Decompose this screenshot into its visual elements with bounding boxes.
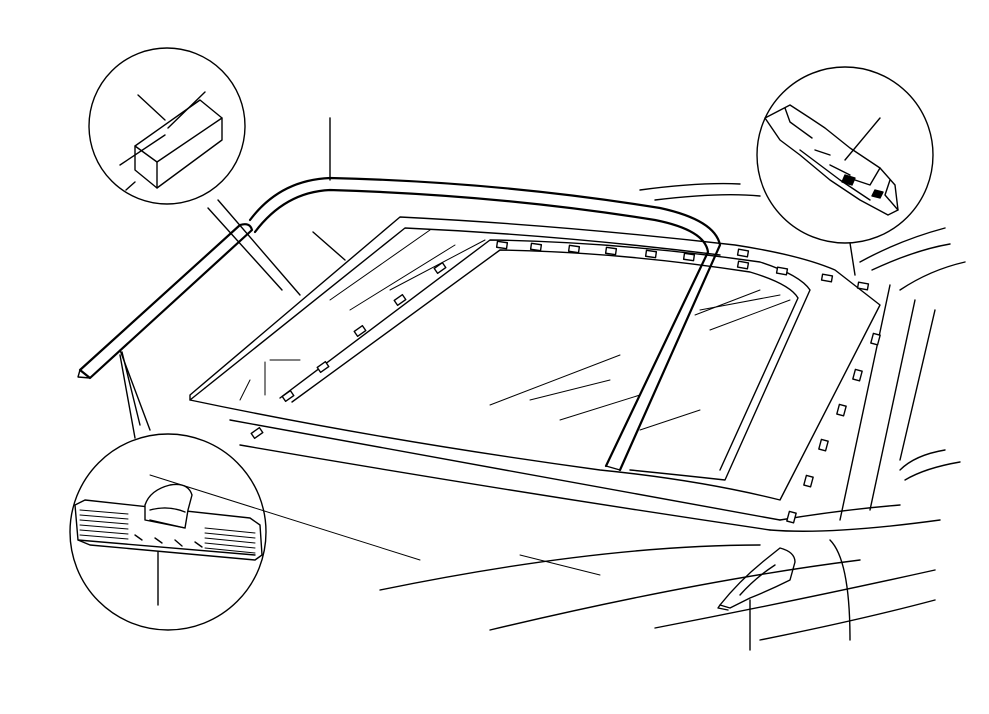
clip-ribs-left [79, 509, 129, 540]
side-moulding [77, 223, 254, 431]
upper-moulding [248, 117, 722, 472]
car-body [149, 182, 966, 641]
windshield-glass [189, 216, 881, 501]
detail-upper-clip [756, 66, 934, 276]
clip-row-left [250, 261, 447, 440]
detail-block [88, 47, 301, 296]
detail-lower-clip [69, 354, 267, 631]
clip-ribs-right [204, 527, 256, 554]
corner-cover-piece [717, 547, 796, 651]
clip-row-top [495, 240, 870, 291]
clip-row-right [786, 332, 881, 524]
